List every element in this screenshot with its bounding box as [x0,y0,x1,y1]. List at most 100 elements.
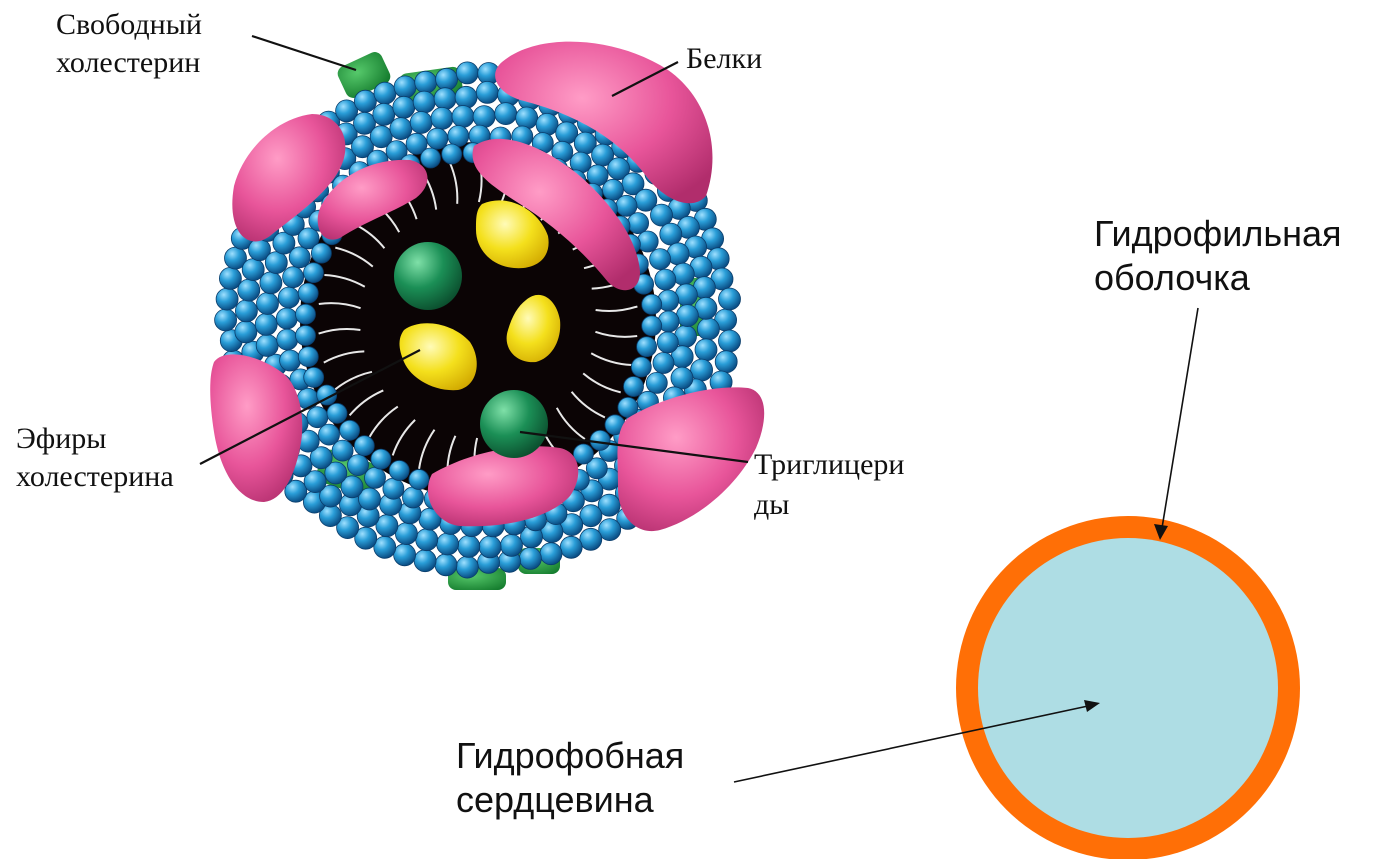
protein-molecule [617,387,764,531]
lipoprotein-particle [210,42,764,590]
phospholipid-head [456,62,478,84]
phospholipid-head [624,377,644,397]
phospholipid-head [437,533,459,555]
phospholipid-head [695,339,717,361]
phospholipid-head [628,213,649,234]
phospholipid-head [327,403,347,423]
phospholipid-head [395,523,417,545]
phospholipid-head [298,347,318,367]
phospholipid-head [642,294,662,314]
phospholipid-head [383,478,404,499]
phospholipid-head [653,353,674,374]
hydrophobic-core-label: Гидрофобная сердцевина [456,735,694,820]
phospholipid-head [280,350,301,371]
phospholipid-head [410,112,432,134]
hydrophilic-shell-pointer [1162,308,1198,528]
phospholipid-head [560,536,582,558]
phospholipid-head [296,304,316,324]
phospholipid-head [476,81,498,103]
phospholipid-head [646,372,667,393]
phospholipid-head [304,263,324,283]
phospholipid-head [452,106,474,128]
cholesterol-ester-molecule [480,390,548,458]
phospholipid-head [235,300,257,322]
hydrophobic-core-label-line-1: Гидрофобная [456,735,684,776]
phospholipid-head [255,313,277,335]
phospholipid-head [219,267,241,289]
phospholipid-head [697,318,719,340]
free-cholesterol-label-line-2: холестерин [56,46,200,79]
phospholipid-head [501,534,523,556]
phospholipid-head [427,128,448,149]
phospholipid-head [276,308,297,329]
phospholipid-head [448,126,469,147]
free-cholesterol-label: Свободный холестерин [56,8,209,79]
phospholipid-head [715,351,737,373]
phospholipid-head [340,420,360,440]
phospholipid-head [435,554,457,576]
phospholipid-head [307,407,328,428]
phospholipid-head [651,204,673,226]
phospholipid-head [431,107,453,129]
phospholipid-head [691,359,713,381]
phospholipid-head [637,337,657,357]
phospholipid-head [719,288,741,310]
phospholipid-head [365,467,386,488]
phospholipid-head [442,144,462,164]
phospholipid-head [374,536,396,558]
phospholipid-head [631,357,651,377]
phospholipid-head [458,535,480,557]
phospholipid-head [393,96,415,118]
phospholipid-head [416,529,438,551]
phospholipid-head [657,332,678,353]
cholesterol-esters-label-line-1: Эфиры [16,422,106,455]
hydrophobic-core [978,538,1278,838]
phospholipid-head [650,249,671,270]
phospholipid-head [297,388,318,409]
phospholipid-head [414,550,436,572]
phospholipid-head [277,329,298,350]
phospholipid-head [660,223,682,245]
phospholipid-head [389,461,409,481]
phospholipid-head [580,528,602,550]
phospholipid-head [415,71,437,93]
triglycerides-label-line-2: ды [754,488,789,521]
phospholipid-head [257,293,279,315]
phospholipid-head [473,106,495,128]
phospholipid-head [265,252,287,274]
phospholipid-head [642,316,662,336]
cholesterol-esters-label: Эфиры холестерина [16,422,174,493]
phospholipid-head [580,505,602,527]
phospholipid-head [519,547,541,569]
phospholipid-head [403,487,424,508]
phospholipid-head [319,424,340,445]
phospholipid-head [311,243,331,263]
phospholipid-head [590,430,610,450]
hydrophilic-shell-label: Гидрофильная оболочка [1094,213,1352,298]
phospholipid-head [260,272,282,294]
phospholipid-head [283,267,304,288]
phospholipid-head [371,449,391,469]
hydrophilic-shell-label-line-2: оболочка [1094,257,1251,298]
phospholipid-head [296,326,316,346]
free-cholesterol-label-line-1: Свободный [56,8,202,41]
phospholipid-head [304,367,324,387]
phospholipid-head [390,118,412,140]
hydrophilic-shell-label-line-1: Гидрофильная [1094,213,1342,254]
phospholipid-head [374,82,396,104]
triglycerides-label-line-1: Триглицери [754,448,904,481]
phospholipid-head [413,91,435,113]
phospholipid-head [216,288,238,310]
cholesterol-ester-molecule [394,242,462,310]
phospholipid-head [373,103,395,125]
phospholipid-head [354,90,376,112]
triglycerides-label: Триглицери ды [754,448,912,521]
phospholipid-head [495,103,517,125]
phospholipid-head [394,544,416,566]
phospholipid-head [278,287,299,308]
phospholipid-head [215,309,237,331]
phospholipid-head [238,279,260,301]
hydrophobic-core-label-line-2: сердцевина [456,779,655,820]
phospholipid-head [256,335,278,357]
